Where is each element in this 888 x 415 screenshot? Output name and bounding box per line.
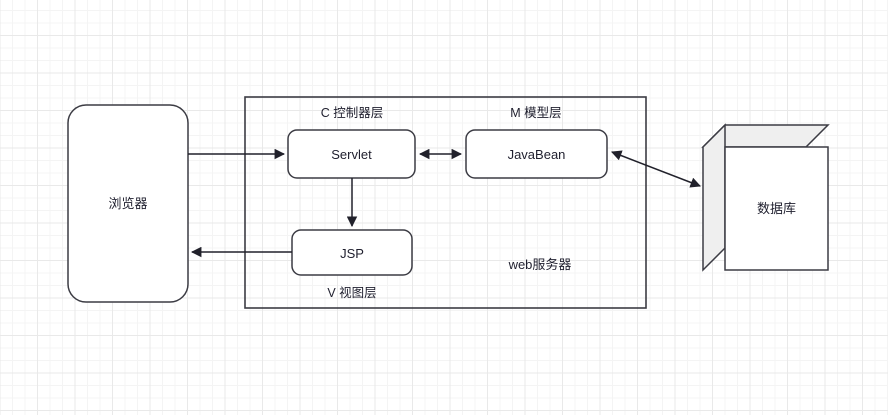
node-browser[interactable] [67,104,189,303]
node-javabean[interactable] [465,129,608,179]
database-cube-left-face [702,123,726,272]
database-cube-front-face [724,146,829,271]
caption-view-layer: V 视图层 [327,286,377,300]
web-server-container[interactable] [244,96,647,309]
node-database[interactable] [701,123,830,272]
node-servlet[interactable] [287,129,416,179]
connector-javabean-database[interactable] [611,150,701,188]
node-jsp[interactable] [291,229,413,276]
caption-controller-layer: C 控制器层 [320,106,384,120]
caption-model-layer: M 模型层 [510,106,562,120]
